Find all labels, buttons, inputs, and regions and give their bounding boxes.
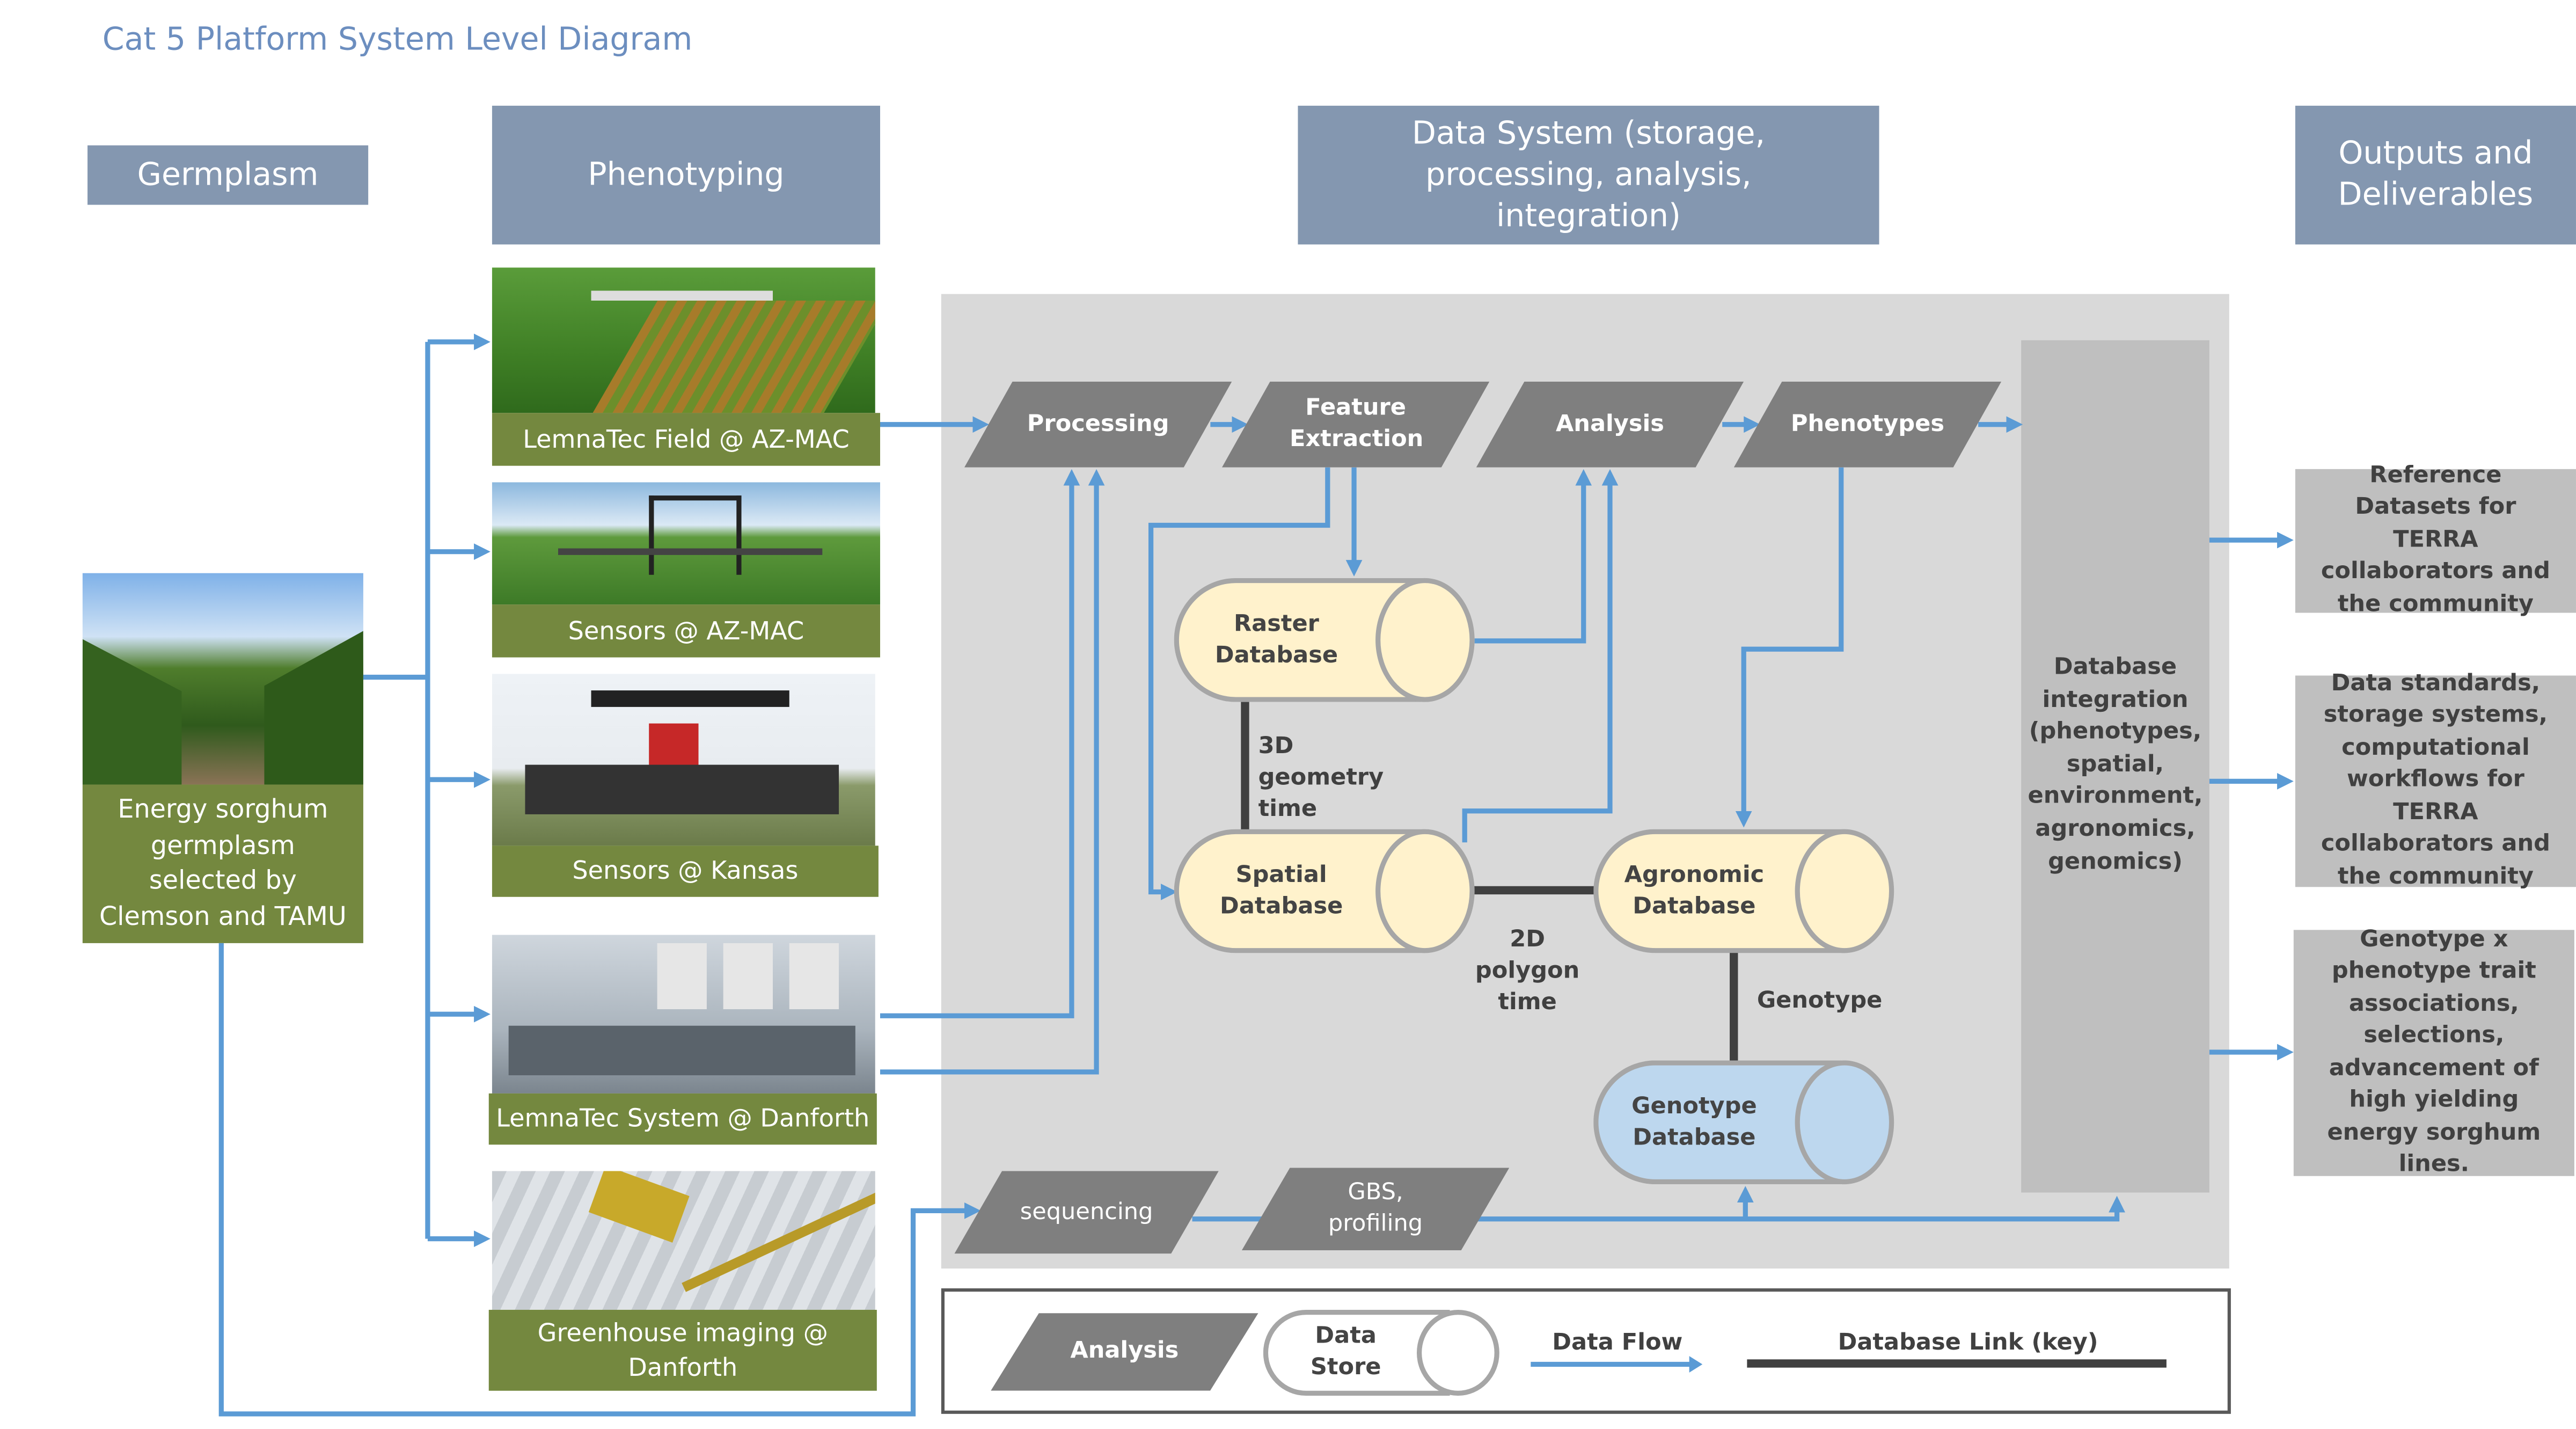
header-germplasm: Germplasm — [87, 145, 369, 205]
legend-analysis: Analysis — [991, 1313, 1258, 1391]
caption-field-gantry: LemnaTec Field @ AZ-MAC — [492, 413, 880, 466]
lab-system-photo — [492, 935, 875, 1093]
step-gbs-profiling: GBS, profiling — [1241, 1168, 1510, 1251]
step-analysis: Analysis — [1476, 381, 1744, 468]
flow-raster-to-analysis — [1474, 469, 1592, 644]
step-phenotypes: Phenotypes — [1733, 381, 2002, 468]
flow-spatial-to-analysis — [1462, 469, 1619, 843]
legend-database-link-line — [1747, 1359, 2167, 1368]
flow-danforth-to-processing-2 — [880, 469, 1105, 1075]
header-data-system: Data System (storage, processing, analys… — [1298, 105, 1879, 245]
legend-data-store: Data Store — [1263, 1309, 1499, 1396]
label-genotype: Genotype — [1757, 987, 1883, 1015]
caption-greenhouse: Greenhouse imaging @ Danforth — [488, 1309, 877, 1391]
legend-database-link-label: Database Link (key) — [1838, 1329, 2098, 1357]
caption-sensors-kansas: Sensors @ Kansas — [492, 845, 879, 897]
legend-data-flow-arrow — [1531, 1356, 1703, 1373]
db-spatial: Spatial Database — [1174, 829, 1475, 953]
database-integration-box — [2021, 340, 2209, 1193]
caption-lemnatec-danforth: LemnaTec System @ Danforth — [488, 1093, 877, 1145]
label-2d-polygon: 2D polygon time — [1475, 927, 1580, 1016]
label-3d-geometry: 3D geometry time — [1258, 733, 1384, 823]
header-outputs: Outputs and Deliverables — [2295, 105, 2576, 245]
output-reference-datasets: Reference Datasets for TERRA collaborato… — [2295, 462, 2576, 617]
flow-danforth-to-processing-1 — [880, 469, 1080, 1018]
field-tractor-photo — [492, 482, 880, 605]
sorghum-field-photo — [82, 573, 363, 785]
caption-sensors-azmac: Sensors @ AZ-MAC — [492, 604, 880, 658]
flow-feature-to-spatial — [1148, 467, 1330, 900]
flow-gbs-to-integration — [1469, 1195, 2125, 1222]
db-raster: Raster Database — [1174, 578, 1475, 702]
step-feature-extraction: Feature Extraction — [1221, 381, 1490, 468]
flow-germplasm-to-sequencing — [218, 943, 981, 1417]
step-processing: Processing — [964, 381, 1232, 468]
germplasm-caption: Energy sorghum germplasm selected by Cle… — [82, 784, 363, 943]
page-title: Cat 5 Platform System Level Diagram — [102, 21, 693, 58]
output-genotype-phenotype: Genotype x phenotype trait associations,… — [2293, 926, 2574, 1178]
db-agronomic: Agronomic Database — [1593, 829, 1894, 953]
db-genotype: Genotype Database — [1593, 1060, 1894, 1185]
step-sequencing: sequencing — [954, 1171, 1219, 1254]
database-integration-label: Database integration (phenotypes, spatia… — [2028, 654, 2203, 875]
field-gantry-photo — [492, 267, 875, 413]
sensor-tractor-photo — [492, 674, 875, 846]
greenhouse-camera-photo — [492, 1171, 875, 1310]
flow-phenotypes-to-agronomic — [1735, 467, 1844, 828]
header-phenotyping: Phenotyping — [492, 105, 880, 245]
legend-data-flow-label: Data Flow — [1552, 1329, 1683, 1357]
